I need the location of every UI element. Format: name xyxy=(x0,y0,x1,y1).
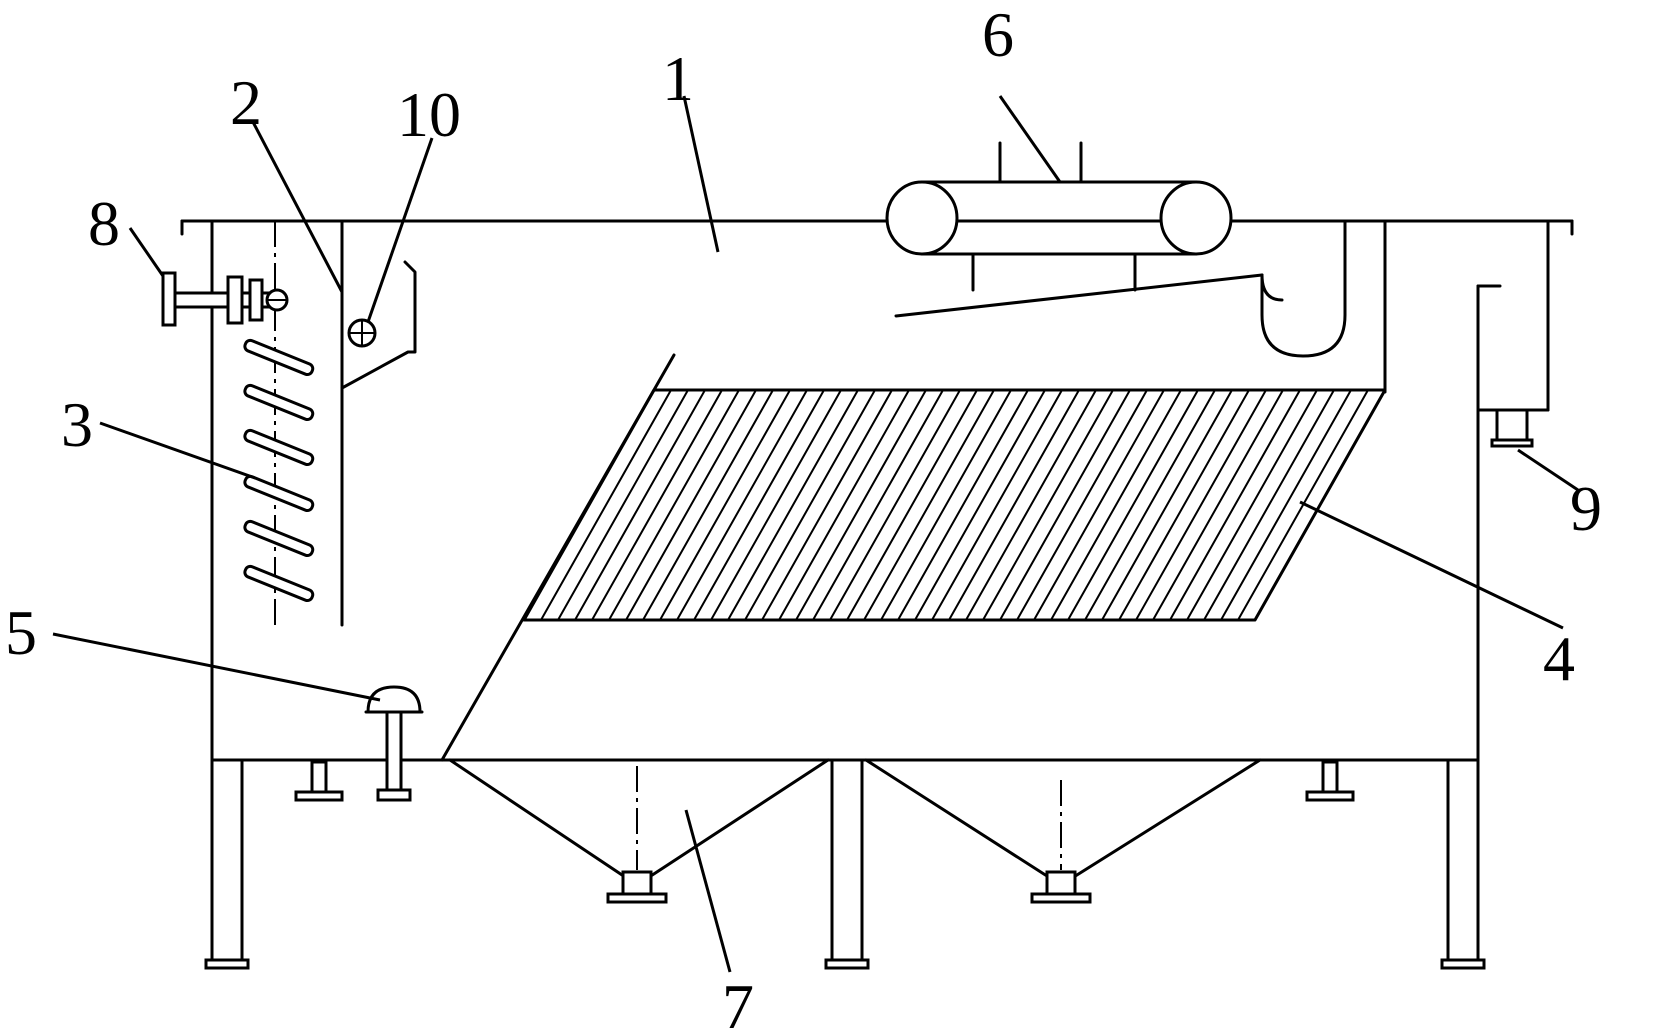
settler-tube-line xyxy=(914,389,1046,621)
label-7: 7 xyxy=(722,971,754,1032)
inlet-baffle xyxy=(340,219,417,627)
settler-tube-line xyxy=(795,389,927,621)
sludge-hoppers xyxy=(448,758,1262,904)
settler-tube-line xyxy=(1101,389,1233,621)
settler-tube-line xyxy=(659,389,791,621)
label-3: 3 xyxy=(61,389,93,460)
settler-tube-line xyxy=(625,389,757,621)
label-8: 8 xyxy=(88,188,120,259)
support-legs xyxy=(204,758,1486,970)
settler-tube-line xyxy=(761,389,893,621)
settler-tube-line xyxy=(931,389,1063,621)
settler-tube-line xyxy=(591,389,723,621)
settler-tube-line xyxy=(744,389,876,621)
settler-tube-line xyxy=(1033,389,1165,621)
settler-tube-line xyxy=(1084,389,1216,621)
settler-tube-line xyxy=(693,389,825,621)
settler-tube-line xyxy=(846,389,978,621)
drain-valves xyxy=(294,760,1355,802)
settler-tube-line xyxy=(897,389,1029,621)
label-10: 10 xyxy=(397,79,461,150)
inclined-tube-settler xyxy=(440,353,1387,762)
settler-tube-line xyxy=(1186,389,1318,621)
settler-tube-line xyxy=(863,389,995,621)
settler-tube-line xyxy=(676,389,808,621)
settler-tube-line xyxy=(727,389,859,621)
label-6: 6 xyxy=(982,0,1014,70)
bottom-nozzle xyxy=(364,685,424,802)
label-5: 5 xyxy=(5,597,37,668)
settler-tube-line xyxy=(574,389,706,621)
settler-tube-line xyxy=(999,389,1131,621)
settler-tube-line xyxy=(1050,389,1182,621)
settler-tube-line xyxy=(880,389,1012,621)
tank-top-rim xyxy=(180,219,1574,236)
settler-tube-line xyxy=(1067,389,1199,621)
settler-tube-line xyxy=(642,389,774,621)
scraper-drive xyxy=(885,141,1233,292)
part-labels: 1 2 10 3 4 5 6 7 8 9 xyxy=(5,0,1602,1032)
settler-tube-line xyxy=(982,389,1114,621)
settler-tube-line xyxy=(1169,389,1301,621)
inlet-distribution-pipe xyxy=(243,221,315,625)
settler-tube-line xyxy=(1118,389,1250,621)
settler-tube-line xyxy=(1135,389,1267,621)
settler-tube-line xyxy=(1220,389,1352,621)
label-2: 2 xyxy=(230,67,262,138)
settler-tube-line xyxy=(965,389,1097,621)
baffle-valve xyxy=(347,318,377,348)
settler-tube-line xyxy=(1203,389,1335,621)
inlet-valve xyxy=(161,271,289,327)
settler-tube-line xyxy=(1152,389,1284,621)
settler-tube-line xyxy=(557,389,689,621)
tank-body xyxy=(210,219,1550,762)
settler-tube-line xyxy=(710,389,842,621)
settler-tube-line xyxy=(540,389,672,621)
settler-tube-line xyxy=(778,389,910,621)
leader-lines xyxy=(52,95,1579,973)
label-9: 9 xyxy=(1570,473,1602,544)
settler-tube-line xyxy=(829,389,961,621)
settler-tube-line xyxy=(608,389,740,621)
settler-tube-line xyxy=(1016,389,1148,621)
outlet-trough xyxy=(894,219,1347,358)
outlet-valve xyxy=(1490,408,1534,448)
settler-tube-line xyxy=(812,389,944,621)
label-4: 4 xyxy=(1543,623,1575,694)
settler-tube-line xyxy=(948,389,1080,621)
label-1: 1 xyxy=(662,43,694,114)
